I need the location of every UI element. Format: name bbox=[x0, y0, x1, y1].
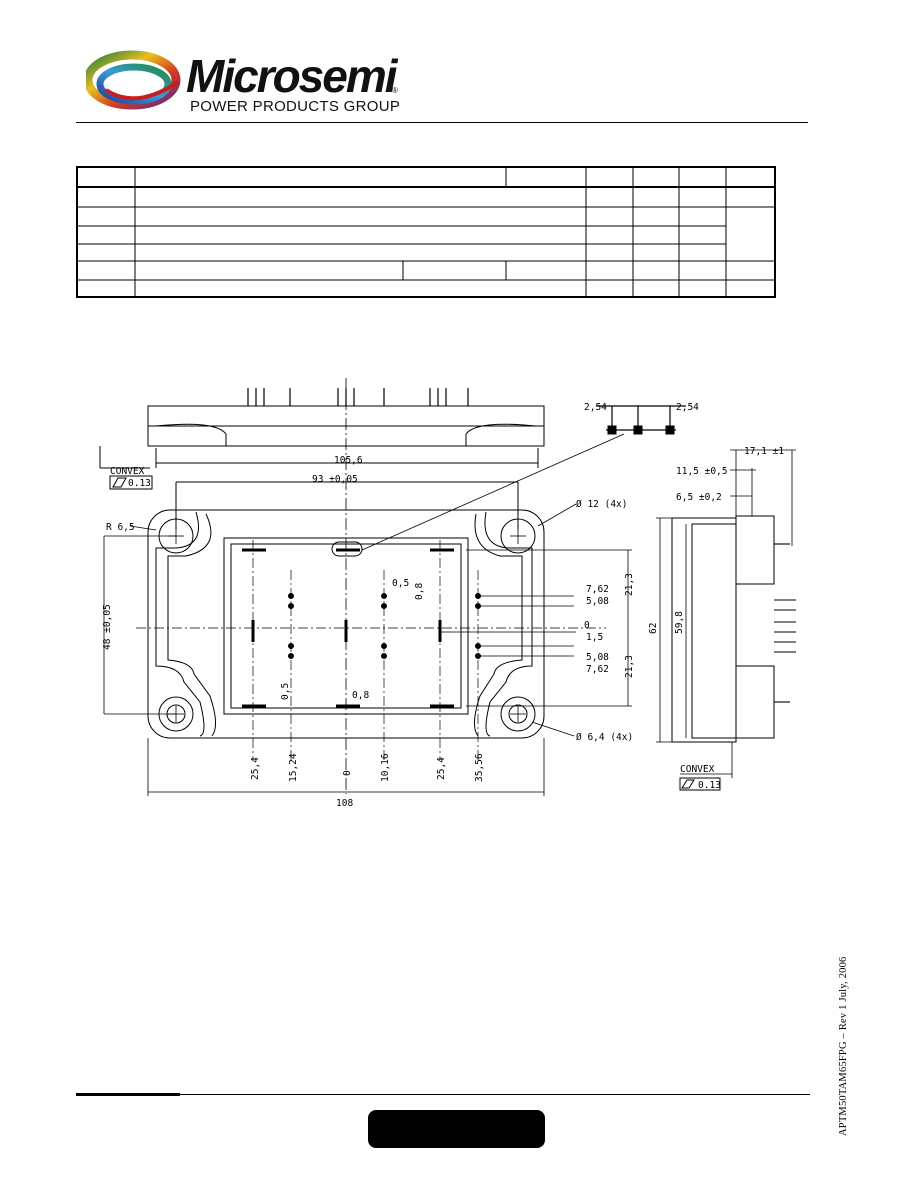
dim-y-508-bot: 5,08 bbox=[586, 652, 609, 663]
dim-x-1524: 15,24 bbox=[288, 753, 299, 782]
dim-pin-width-d: 0,8 bbox=[352, 690, 369, 701]
dim-x-254-left: 25,4 bbox=[250, 757, 261, 780]
page-number-box bbox=[368, 1110, 545, 1148]
dim-hole-spacing: 93 ±0,05 bbox=[312, 474, 358, 485]
dim-pin-pitch-left: 2,54 bbox=[584, 402, 607, 413]
specification-table bbox=[76, 166, 776, 298]
dim-height-48: 48 ±0,05 bbox=[102, 604, 113, 650]
dim-y-213-bot: 21,3 bbox=[624, 655, 635, 678]
dim-radius: R 6,5 bbox=[106, 522, 135, 533]
dim-y-0: 0 bbox=[584, 620, 590, 631]
dim-side-115: 11,5 ±0,5 bbox=[676, 466, 727, 477]
dim-side-62: 62 bbox=[648, 623, 659, 634]
dim-overall-bottom-label: 108 bbox=[336, 798, 353, 809]
dim-x-254-right: 25,4 bbox=[436, 757, 447, 780]
dim-pin-width-c: 0,5 bbox=[280, 683, 291, 700]
header-rule bbox=[76, 122, 808, 123]
dim-x-3556: 35,56 bbox=[474, 753, 485, 782]
footer-rule bbox=[76, 1094, 810, 1095]
dim-hole-dia: Ø 6,4 (4x) bbox=[576, 732, 633, 743]
convex-label-left: CONVEX bbox=[110, 466, 145, 477]
brand-tagline: POWER PRODUCTS GROUP bbox=[190, 98, 401, 115]
dim-y-213-top: 21,3 bbox=[624, 573, 635, 596]
dim-side-65: 6,5 ±0,2 bbox=[676, 492, 722, 503]
dim-overall-top: 105,6 bbox=[334, 455, 363, 466]
dim-side-598: 59,8 bbox=[674, 611, 685, 634]
registered-mark: ® bbox=[392, 86, 398, 95]
convex-value-left: 0.13 bbox=[128, 478, 151, 489]
dim-mount-hole: Ø 12 (4x) bbox=[576, 499, 627, 510]
dim-x-1016: 10,16 bbox=[380, 753, 391, 782]
microsemi-logo-icon bbox=[86, 50, 181, 110]
dim-x-0: 0 bbox=[342, 770, 353, 776]
dim-pin-width-b: 0,8 bbox=[414, 583, 425, 600]
dim-y-508-top: 5,08 bbox=[586, 596, 609, 607]
dim-pin-pitch-right: 2,54 bbox=[676, 402, 699, 413]
convex-label-right: CONVEX bbox=[680, 764, 715, 775]
convex-value-right: 0.13 bbox=[698, 780, 721, 791]
dim-y-762-top: 7,62 bbox=[586, 584, 609, 595]
document-reference: APTM50TAM65FPG – Rev 1 July, 2006 bbox=[838, 956, 849, 1136]
dim-pin-width-a: 0,5 bbox=[392, 578, 409, 589]
dim-side-171: 17,1 ±1 bbox=[744, 446, 784, 457]
package-outline-drawing: 2,54 2,54 105,6 93 ±0,05 Ø 12 (4x) Ø 6,4… bbox=[99, 378, 796, 809]
dim-y-762-bot: 7,62 bbox=[586, 664, 609, 675]
brand-name: Microsemi bbox=[186, 50, 398, 102]
dim-y-15: 1,5 bbox=[586, 632, 603, 643]
